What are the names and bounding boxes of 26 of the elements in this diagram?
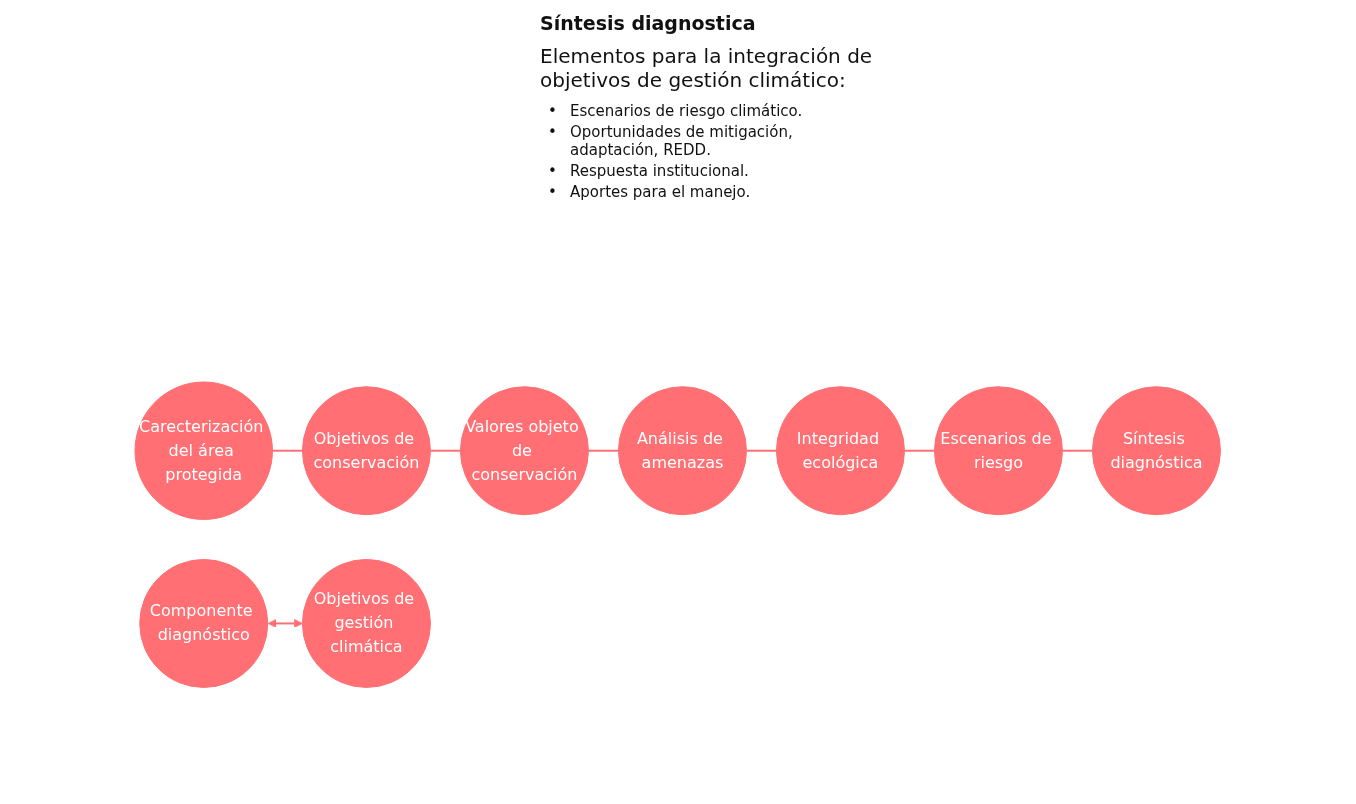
bullet-marker: • xyxy=(548,123,558,143)
node-circle: Objetivos de gestión climática xyxy=(302,559,432,689)
node-circle: Integridad ecológica xyxy=(776,386,906,516)
arrow xyxy=(268,619,304,629)
node-circle: Valores objeto de conservación xyxy=(460,386,590,516)
node-circle: Objetivos de conservación xyxy=(302,386,432,516)
bullet-text: Aportes para el manejo. xyxy=(570,183,751,201)
bullet-marker: • xyxy=(548,183,558,201)
connector xyxy=(587,450,620,452)
bullet-text: Oportunidades de mitigación, adaptación, REDD. xyxy=(570,123,794,159)
connector xyxy=(271,450,304,452)
connector xyxy=(1061,450,1094,452)
bullet-text: Respuesta institucional. xyxy=(570,162,749,180)
node-circle: Análisis de amenazas xyxy=(618,386,748,516)
bullet-marker: • xyxy=(548,162,558,180)
node-circle: Escenarios de riesgo xyxy=(934,386,1064,516)
node-circle: Carecterización del área protegida xyxy=(134,381,274,521)
connector xyxy=(745,450,778,452)
intro-text: Elementos para la integración de objetivos de gestión climático: xyxy=(540,44,874,92)
connector xyxy=(429,450,462,452)
title: Síntesis diagnostica xyxy=(540,12,757,34)
node-circle: Componente diagnóstico xyxy=(139,559,269,689)
bullet-marker: • xyxy=(548,102,558,120)
bullet-text: Escenarios de riesgo climático. xyxy=(570,102,803,120)
node-circle: Síntesis diagnóstica xyxy=(1092,386,1222,516)
connector xyxy=(903,450,936,452)
